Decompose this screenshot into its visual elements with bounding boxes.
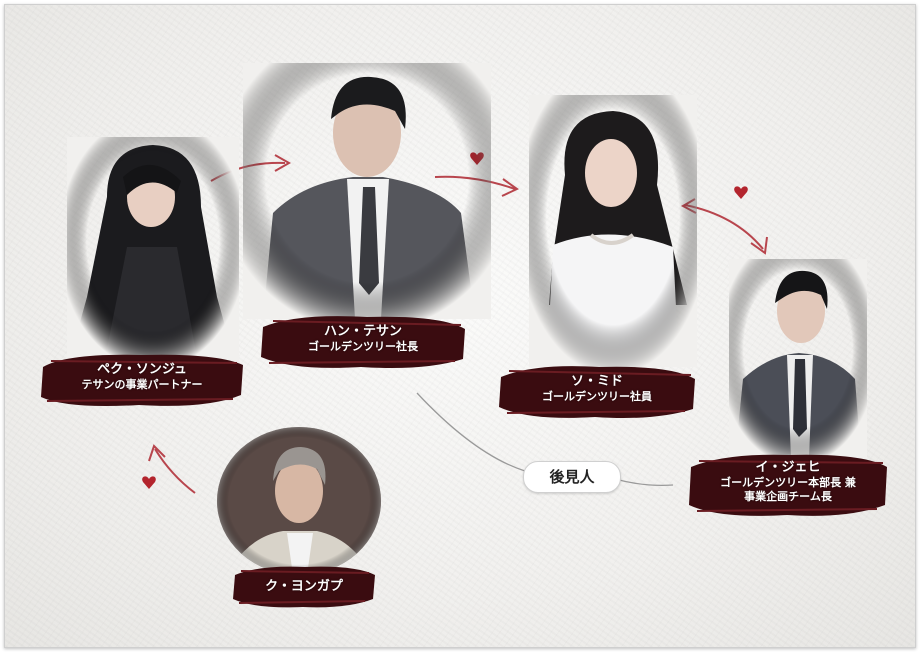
- brush-stroke: [233, 566, 375, 608]
- portrait-han: [243, 63, 491, 319]
- heart-icon: [142, 476, 156, 489]
- character-name: イ・ジェヒ: [755, 460, 821, 475]
- character-name: ペク・ソンジュ: [97, 362, 187, 377]
- banner-baek: ペク・ソンジュ テサンの事業パートナー: [37, 349, 247, 411]
- brush-stroke: [41, 354, 243, 406]
- relationship-chart: ペク・ソンジュ テサンの事業パートナー ハン・テサン ゴールデンツリー社長 ソ・…: [4, 4, 916, 648]
- portrait-lee: [729, 259, 867, 459]
- character-role: テサンの事業パートナー: [81, 378, 203, 391]
- heart-icon: [734, 186, 748, 199]
- character-role: ゴールデンツリー社長: [308, 340, 418, 353]
- character-name: ソ・ミド: [570, 374, 623, 389]
- banner-han: ハン・テサン ゴールデンツリー社長: [257, 311, 469, 373]
- character-name: ク・ヨンガプ: [265, 579, 343, 594]
- banner-lee: イ・ジェヒ ゴールデンツリー本部長 兼 事業企画チーム長: [685, 449, 891, 521]
- guardian-relation-label: 後見人: [523, 461, 621, 493]
- character-name: ハン・テサン: [323, 324, 402, 339]
- portrait-baek: [67, 137, 239, 369]
- character-role-line2: 事業企画チーム長: [744, 490, 832, 503]
- banner-so: ソ・ミド ゴールデンツリー社員: [495, 361, 699, 423]
- brush-stroke: [261, 316, 465, 368]
- portrait-ku: [217, 427, 381, 575]
- brush-stroke: [689, 454, 887, 516]
- portrait-so: [529, 95, 697, 367]
- banner-ku: ク・ヨンガプ: [229, 563, 379, 611]
- arrow-icon: [148, 444, 196, 494]
- character-role: ゴールデンツリー本部長 兼: [720, 476, 856, 489]
- character-role: ゴールデンツリー社員: [542, 390, 652, 403]
- brush-stroke: [499, 366, 695, 418]
